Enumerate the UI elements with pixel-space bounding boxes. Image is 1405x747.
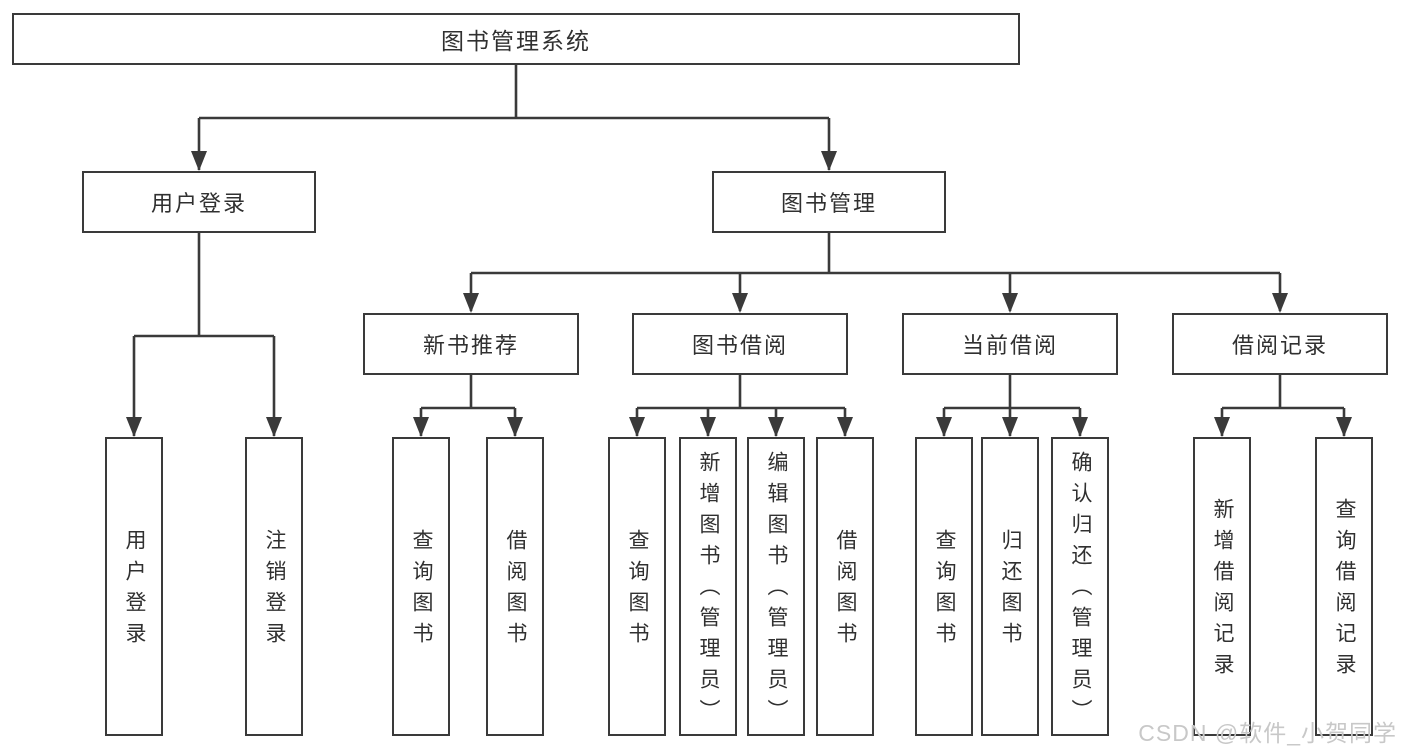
arrow-down-icon — [126, 417, 142, 437]
arrow-down-icon — [768, 417, 784, 437]
leaf-return-books: 归还图书 — [981, 437, 1039, 736]
arrow-down-icon — [266, 417, 282, 437]
arrow-down-icon — [413, 417, 429, 437]
leaf-add-books-admin: 新增图书（管理员） — [679, 437, 737, 736]
arrow-down-icon — [936, 417, 952, 437]
arrow-down-icon — [821, 151, 837, 171]
arrow-down-icon — [463, 293, 479, 313]
arrow-down-icon — [1002, 417, 1018, 437]
node-book-borrow: 图书借阅 — [632, 313, 848, 375]
leaf-logout: 注销登录 — [245, 437, 303, 736]
leaf-borrow-books-recommend: 借阅图书 — [486, 437, 544, 736]
node-borrow-records: 借阅记录 — [1172, 313, 1388, 375]
leaf-query-books-current: 查询图书 — [915, 437, 973, 736]
arrow-down-icon — [700, 417, 716, 437]
arrow-down-icon — [629, 417, 645, 437]
leaf-confirm-return-admin: 确认归还（管理员） — [1051, 437, 1109, 736]
node-root-system: 图书管理系统 — [12, 13, 1020, 65]
arrow-down-icon — [191, 151, 207, 171]
arrow-down-icons — [126, 151, 1352, 437]
leaf-edit-books-admin: 编辑图书（管理员） — [747, 437, 805, 736]
leaf-query-borrow-record: 查询借阅记录 — [1315, 437, 1373, 736]
arrow-down-icon — [732, 293, 748, 313]
leaf-borrow-books: 借阅图书 — [816, 437, 874, 736]
arrow-down-icon — [1002, 293, 1018, 313]
csdn-watermark: CSDN @软件_小贺同学 — [1138, 720, 1397, 746]
arrow-down-icon — [1272, 293, 1288, 313]
arrow-down-icon — [507, 417, 523, 437]
leaf-query-books-borrow: 查询图书 — [608, 437, 666, 736]
arrow-down-icon — [1214, 417, 1230, 437]
node-book-management: 图书管理 — [712, 171, 946, 233]
arrow-down-icon — [1336, 417, 1352, 437]
leaf-add-borrow-record: 新增借阅记录 — [1193, 437, 1251, 736]
node-current-borrow: 当前借阅 — [902, 313, 1118, 375]
node-user-login: 用户登录 — [82, 171, 316, 233]
arrow-down-icon — [837, 417, 853, 437]
node-new-book-recommend: 新书推荐 — [363, 313, 579, 375]
leaf-query-books-recommend: 查询图书 — [392, 437, 450, 736]
leaf-user-login: 用户登录 — [105, 437, 163, 736]
tree-edges — [132, 65, 1346, 436]
arrow-down-icon — [1072, 417, 1088, 437]
